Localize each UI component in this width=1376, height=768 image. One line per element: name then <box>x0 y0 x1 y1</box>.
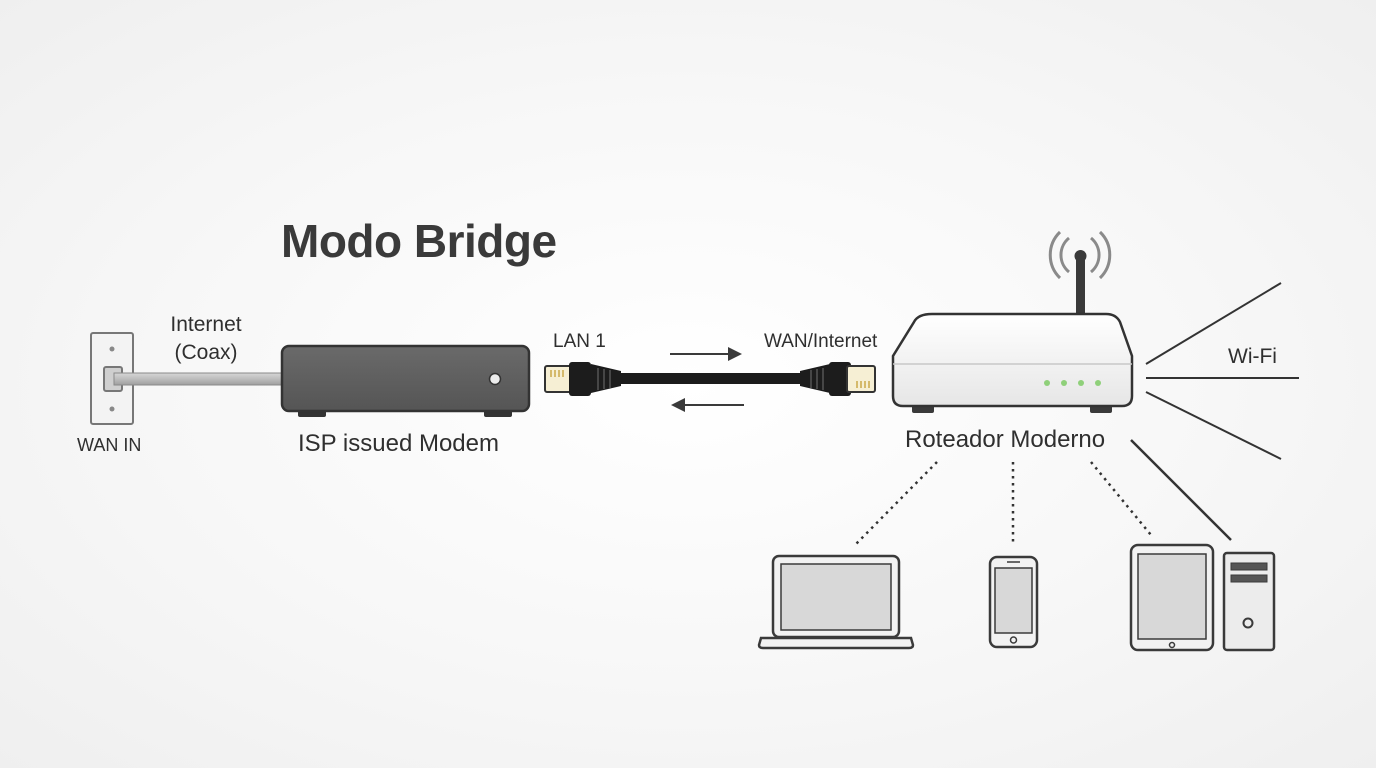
router-label: Roteador Moderno <box>905 426 1106 453</box>
tablet-icon <box>1129 543 1215 652</box>
diagram-title: Modo Bridge <box>281 215 557 267</box>
coax-cable <box>113 372 285 386</box>
wifi-label: Wi-Fi <box>1228 345 1277 368</box>
arrow-left-icon <box>671 398 744 412</box>
ethernet-cable <box>544 362 876 396</box>
router-icon <box>891 230 1134 413</box>
smartphone-icon <box>988 555 1039 649</box>
wan-internet-port-label: WAN/Internet <box>764 331 878 352</box>
lan1-port-label: LAN 1 <box>553 331 606 352</box>
modem-label: ISP issued Modem <box>298 430 499 457</box>
wan-in-label: WAN IN <box>77 435 142 455</box>
ethernet-plug-icon <box>544 362 621 396</box>
modem-icon <box>280 344 531 417</box>
internet-coax-label: Internet (Coax) <box>170 313 242 364</box>
wifi-signal-lines <box>1145 282 1299 460</box>
desktop-tower-icon <box>1222 551 1276 652</box>
device-connections <box>854 439 1232 546</box>
antenna-icon <box>1048 230 1112 316</box>
arrow-right-icon <box>670 347 742 361</box>
laptop-icon <box>757 554 915 650</box>
ethernet-plug-icon <box>800 362 876 396</box>
